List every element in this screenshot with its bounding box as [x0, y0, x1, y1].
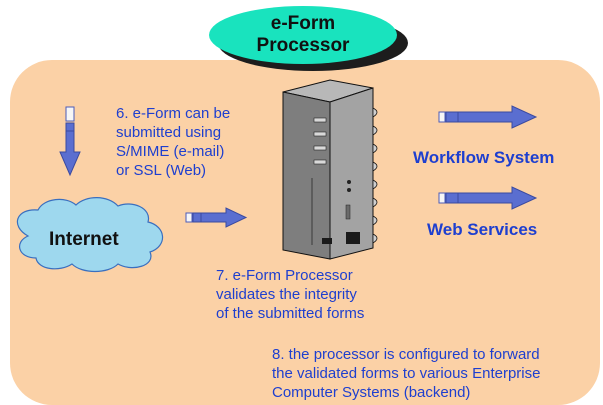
step6-note: 6. e-Form can be submitted using S/MIME … — [116, 105, 231, 179]
cloud-icon — [16, 197, 164, 273]
step8-note: 8. the processor is configured to forwar… — [272, 346, 541, 401]
workflow-system-label: Workflow System — [413, 148, 555, 167]
right-arrow-icon — [185, 207, 248, 228]
down-arrow-icon — [59, 106, 81, 177]
internet-label: Internet — [49, 229, 119, 250]
eform-processor-title: e-Form Processor — [256, 13, 350, 56]
eform-processor-oval: e-Form Processor — [209, 6, 397, 64]
web-services-label: Web Services — [427, 220, 538, 239]
right-arrow-icon — [438, 105, 538, 129]
step7-note: 7. e-Form Processor validates the integr… — [216, 267, 365, 322]
server-icon — [282, 79, 378, 260]
right-arrow-icon — [438, 186, 538, 210]
